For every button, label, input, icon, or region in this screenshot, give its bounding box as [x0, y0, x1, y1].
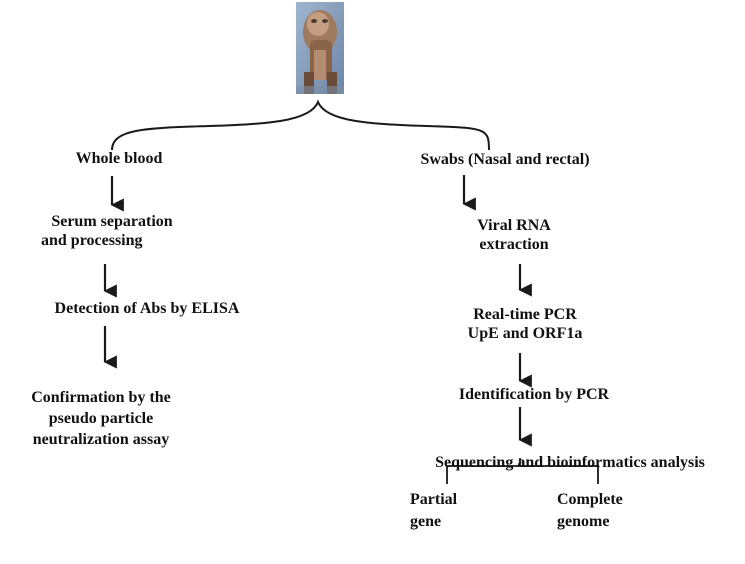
- label-identification-pcr: Identification by PCR: [458, 386, 610, 403]
- label-confirmation: Confirmation by the pseudo particle neut…: [4, 387, 198, 450]
- top-brace: [111, 99, 490, 151]
- camel-photo-graphic: [296, 2, 344, 94]
- label-confirmation-line1: Confirmation by the: [31, 389, 171, 406]
- label-viral-rna-line2: extraction: [479, 236, 549, 253]
- label-complete-genome-line1: Complete: [557, 491, 623, 508]
- label-complete-genome: Complete genome: [540, 489, 640, 533]
- label-partial-gene: Partial gene: [410, 489, 490, 533]
- label-serum-separation-line1: Serum separation: [51, 213, 173, 230]
- bottom-brace: [446, 458, 599, 484]
- label-real-time-pcr: Real-time PCR UpE and ORF1a: [456, 305, 594, 343]
- label-confirmation-line3: neutralization assay: [32, 431, 170, 448]
- label-viral-rna-line1: Viral RNA: [477, 217, 551, 234]
- label-detection-elisa: Detection of Abs by ELISA: [54, 300, 240, 317]
- label-partial-gene-line2: gene: [410, 513, 442, 530]
- label-serum-separation: Serum separation and processing: [30, 212, 194, 250]
- label-confirmation-line2: pseudo particle: [48, 410, 154, 427]
- label-whole-blood: Whole blood: [75, 150, 163, 167]
- label-sequencing: Sequencing and bioinformatics analysis: [435, 454, 705, 471]
- label-real-time-pcr-line2: UpE and ORF1a: [467, 325, 583, 342]
- label-serum-separation-line2: and processing: [41, 232, 143, 249]
- camel-photo: [296, 2, 344, 94]
- label-real-time-pcr-line1: Real-time PCR: [473, 306, 577, 323]
- label-viral-rna: Viral RNA extraction: [454, 216, 574, 254]
- label-complete-genome-line2: genome: [557, 513, 610, 530]
- label-swabs: Swabs (Nasal and rectal): [420, 151, 590, 168]
- label-partial-gene-line1: Partial: [410, 491, 458, 508]
